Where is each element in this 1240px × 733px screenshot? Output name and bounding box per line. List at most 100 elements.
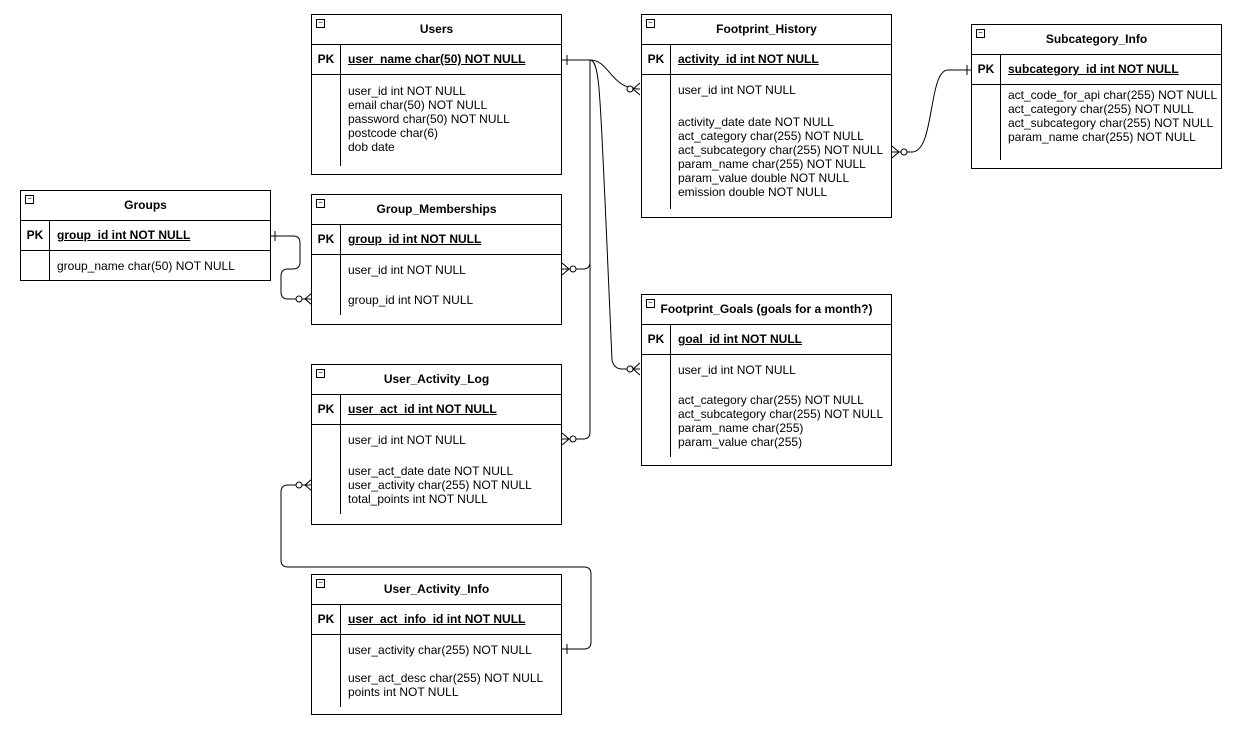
pk-row: PK goal_id int NOT NULL (642, 325, 891, 355)
link-users-footprint-goals (589, 59, 640, 370)
fields-section: user_id int NOT NULL group_id int NOT NU… (312, 255, 561, 315)
fields-section: user_id int NOT NULL email char(50) NOT … (312, 75, 561, 175)
field: total_points int NOT NULL (348, 492, 488, 506)
table-users[interactable]: − Users PK user_name char(50) NOT NULL u… (311, 14, 562, 175)
pk-label: PK (972, 55, 1001, 84)
table-header: − User_Activity_Log (312, 365, 561, 395)
field: act_code_for_api char(255) NOT NULL (1008, 88, 1218, 102)
pk-row: PK user_name char(50) NOT NULL (312, 45, 561, 75)
field: user_id int NOT NULL (348, 84, 466, 98)
collapse-icon[interactable]: − (316, 199, 325, 208)
field: param_name char(255) (678, 421, 804, 435)
field: points int NOT NULL (348, 685, 459, 699)
table-header: − User_Activity_Info (312, 575, 561, 605)
table-title: User_Activity_Log (383, 372, 490, 386)
collapse-icon[interactable]: − (316, 579, 325, 588)
field: user_activity char(255) NOT NULL (348, 478, 532, 492)
table-user-activity-info[interactable]: − User_Activity_Info PK user_act_info_id… (311, 574, 562, 715)
table-title: Footprint_History (716, 22, 817, 36)
table-title: Group_Memberships (376, 202, 497, 216)
fields-section: user_id int NOT NULL act_category char(2… (642, 355, 891, 457)
collapse-icon[interactable]: − (25, 195, 34, 204)
fields-section: user_id int NOT NULL user_act_date date … (312, 425, 561, 514)
collapse-icon[interactable]: − (316, 19, 325, 28)
table-header: − Subcategory_Info (972, 25, 1221, 55)
collapse-icon[interactable]: − (976, 29, 985, 38)
pk-row: PK subcategory_id int NOT NULL (972, 55, 1221, 85)
pk-label: PK (312, 225, 341, 254)
table-subcategory-info[interactable]: − Subcategory_Info PK subcategory_id int… (971, 24, 1222, 169)
table-footprint-history[interactable]: − Footprint_History PK activity_id int N… (641, 14, 892, 218)
field: user_act_date date NOT NULL (348, 464, 514, 478)
field: activity_date date NOT NULL (678, 115, 834, 129)
link-users-group-memberships (562, 60, 591, 270)
table-header: − Group_Memberships (312, 195, 561, 225)
pk-field: user_act_id int NOT NULL (348, 402, 497, 416)
pk-label: PK (312, 395, 341, 424)
pk-row: PK activity_id int NOT NULL (642, 45, 891, 75)
link-groups-memberships (271, 235, 312, 300)
pk-field: subcategory_id int NOT NULL (1008, 62, 1179, 76)
field: user_id int NOT NULL (348, 263, 466, 277)
field: email char(50) NOT NULL (348, 98, 488, 112)
field: user_id int NOT NULL (348, 433, 466, 447)
table-title: Footprint_Goals (goals for a month?) (660, 302, 873, 316)
field: postcode char(6) (348, 126, 439, 140)
field: group_id int NOT NULL (348, 293, 474, 307)
pk-field: user_name char(50) NOT NULL (348, 52, 526, 66)
pk-label: PK (642, 45, 671, 74)
pk-label: PK (312, 45, 341, 74)
field: group_name char(50) NOT NULL (57, 259, 235, 273)
table-header: − Footprint_Goals (goals for a month?) (642, 295, 891, 325)
field: param_name char(255) NOT NULL (678, 157, 866, 171)
table-footprint-goals[interactable]: − Footprint_Goals (goals for a month?) P… (641, 294, 892, 466)
table-groups[interactable]: − Groups PK group_id int NOT NULL group_… (20, 190, 271, 281)
table-title: Users (419, 22, 454, 36)
table-header: − Footprint_History (642, 15, 891, 45)
field: password char(50) NOT NULL (348, 112, 510, 126)
collapse-icon[interactable]: − (646, 299, 655, 308)
table-title: Groups (124, 198, 167, 212)
collapse-icon[interactable]: − (646, 19, 655, 28)
fields-section: user_id int NOT NULL activity_date date … (642, 75, 891, 209)
field: param_name char(255) NOT NULL (1008, 130, 1196, 144)
field: act_subcategory char(255) NOT NULL (1008, 116, 1214, 130)
field: param_value char(255) (678, 435, 803, 449)
table-user-activity-log[interactable]: − User_Activity_Log PK user_act_id int N… (311, 364, 562, 525)
field: act_subcategory char(255) NOT NULL (678, 407, 884, 421)
fields-section: act_code_for_api char(255) NOT NULL act_… (972, 85, 1221, 160)
pk-field: activity_id int NOT NULL (678, 52, 819, 66)
field: act_subcategory char(255) NOT NULL (678, 143, 884, 157)
field: user_activity char(255) NOT NULL (348, 643, 532, 657)
fields-section: user_activity char(255) NOT NULL user_ac… (312, 635, 561, 707)
pk-field: group_id int NOT NULL (57, 228, 191, 242)
link-users-activity-log (562, 262, 591, 440)
fields-section: group_name char(50) NOT NULL (21, 251, 270, 281)
pk-field: group_id int NOT NULL (348, 232, 482, 246)
field: param_value double NOT NULL (678, 171, 850, 185)
table-header: − Groups (21, 191, 270, 221)
field: user_act_desc char(255) NOT NULL (348, 671, 544, 685)
collapse-icon[interactable]: − (316, 369, 325, 378)
field: act_category char(255) NOT NULL (678, 393, 864, 407)
field: user_id int NOT NULL (678, 83, 796, 97)
table-group-memberships[interactable]: − Group_Memberships PK group_id int NOT … (311, 194, 562, 325)
pk-row: PK group_id int NOT NULL (21, 221, 270, 251)
table-header: − Users (312, 15, 561, 45)
field: user_id int NOT NULL (678, 363, 796, 377)
link-history-subcategory (892, 69, 972, 153)
pk-label: PK (642, 325, 671, 354)
table-title: Subcategory_Info (1045, 32, 1148, 46)
field: dob date (348, 140, 395, 154)
field: act_category char(255) NOT NULL (678, 129, 864, 143)
pk-row: PK user_act_info_id int NOT NULL (312, 605, 561, 635)
pk-field: goal_id int NOT NULL (678, 332, 802, 346)
pk-row: PK group_id int NOT NULL (312, 225, 561, 255)
link-users-footprint-history (562, 59, 641, 90)
table-title: User_Activity_Info (383, 582, 490, 596)
pk-label: PK (312, 605, 341, 634)
pk-row: PK user_act_id int NOT NULL (312, 395, 561, 425)
field: emission double NOT NULL (678, 185, 828, 199)
pk-field: user_act_info_id int NOT NULL (348, 612, 526, 626)
field: act_category char(255) NOT NULL (1008, 102, 1194, 116)
